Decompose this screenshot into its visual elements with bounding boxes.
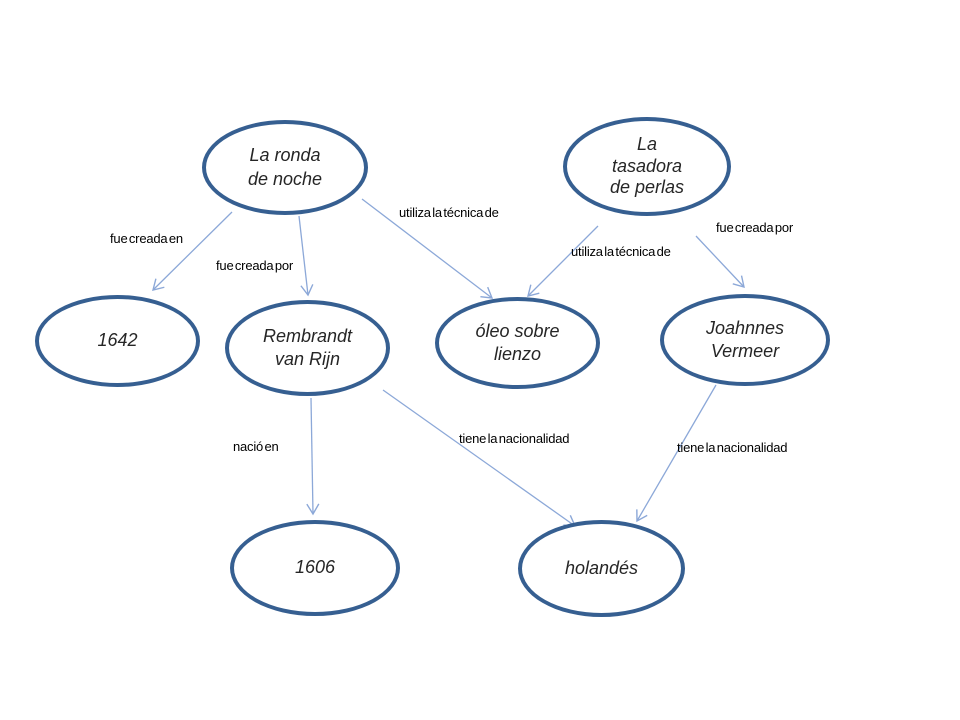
edge-rembrandt-1606 <box>306 397 320 516</box>
node-joahnnes-vermeer: Joahnnes Vermeer <box>660 294 830 386</box>
node-1642: 1642 <box>35 295 200 387</box>
edge-ronda-rembrandt <box>298 215 314 297</box>
edge-label-nacio-en: nació en <box>233 439 279 454</box>
edge-tasadora-oleo <box>527 225 599 297</box>
edge-label-tiene-la-nacionalidad-right: tiene la nacionalidad <box>677 440 788 455</box>
edge-tasadora-vermeer <box>695 235 745 288</box>
edge-label-fue-creada-por-left: fue creada por <box>216 258 294 273</box>
node-la-ronda-de-noche: La ronda de noche <box>202 120 368 215</box>
edge-ronda-oleo <box>361 198 494 299</box>
node-holandes: holandés <box>518 520 685 617</box>
node-1606: 1606 <box>230 520 400 616</box>
node-la-tasadora-de-perlas: La tasadora de perlas <box>563 117 731 216</box>
edge-ronda-1642 <box>152 211 233 291</box>
edge-label-utiliza-la-tecnica-de-top: utiliza la técnica de <box>399 205 499 220</box>
edge-label-fue-creada-por-right: fue creada por <box>716 220 794 235</box>
node-oleo-sobre-lienzo: óleo sobre lienzo <box>435 297 600 389</box>
edge-label-utiliza-la-tecnica-de-right: utiliza la técnica de <box>571 244 671 259</box>
edge-vermeer-holandes <box>636 384 717 523</box>
edge-rembrandt-holandes <box>382 389 577 527</box>
edge-label-fue-creada-en: fue creada en <box>110 231 183 246</box>
node-rembrandt-van-rijn: Rembrandt van Rijn <box>225 300 390 396</box>
edge-label-tiene-la-nacionalidad-left: tiene la nacionalidad <box>459 431 570 446</box>
